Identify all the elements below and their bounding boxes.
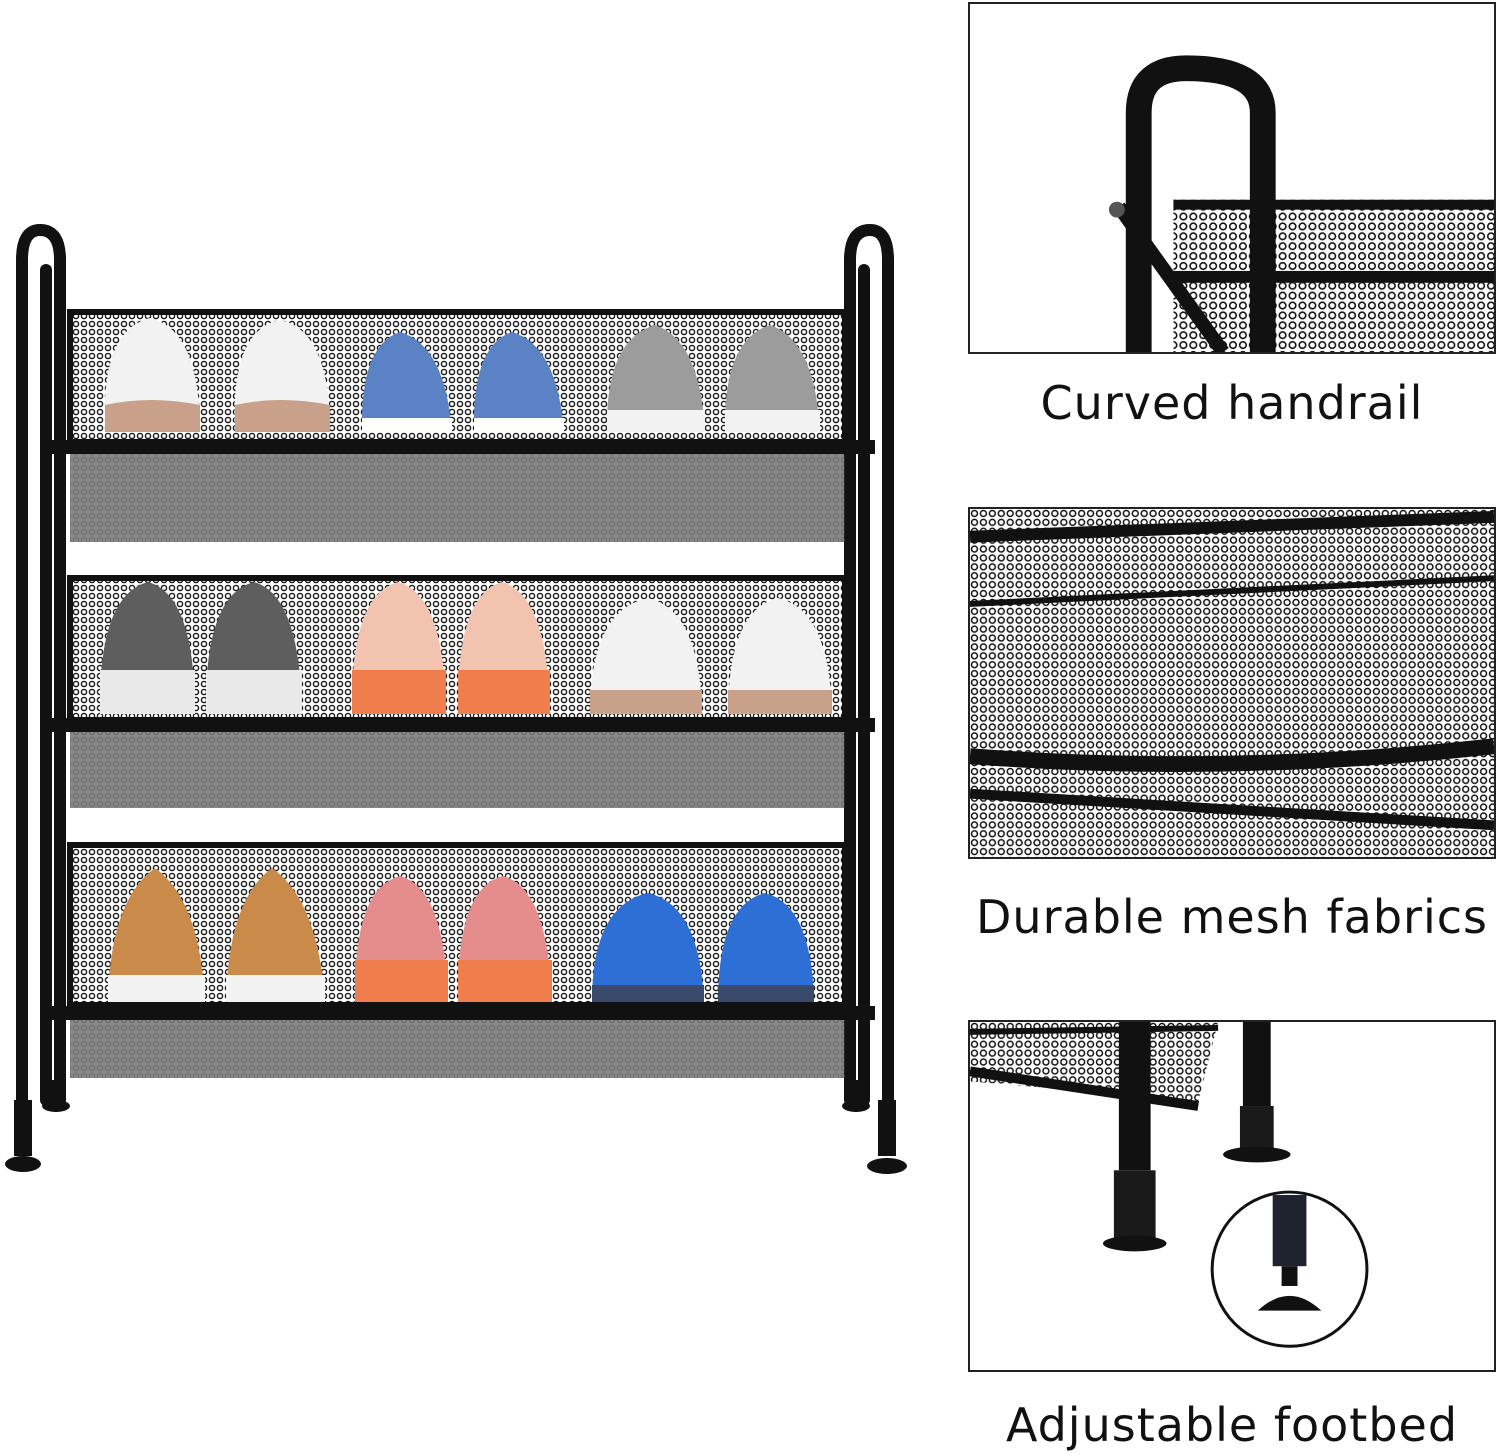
shoe (473, 332, 564, 432)
feature-caption-foot: Adjustable footbed (1005, 1398, 1459, 1452)
shoe (351, 582, 446, 714)
foot-right (842, 1080, 907, 1174)
tier-1 (40, 309, 875, 542)
shoe (354, 876, 448, 1002)
shoe (457, 876, 552, 1002)
shoe (104, 318, 200, 432)
shoe (590, 598, 702, 714)
shoe-rack-illustration (5, 223, 907, 1174)
shoe (718, 893, 814, 1002)
shoe (234, 320, 330, 432)
shoe (108, 868, 205, 1002)
feature-caption-handrail: Curved handrail (1040, 376, 1424, 430)
mesh-closeup-image (970, 509, 1494, 857)
foot-closeup-image (970, 1022, 1369, 1348)
shoe (99, 582, 195, 714)
foot-left (5, 1080, 70, 1172)
tier-3 (40, 842, 875, 1078)
shoe (728, 598, 832, 714)
left-frame (16, 223, 66, 1156)
feature-caption-mesh: Durable mesh fabrics (976, 890, 1488, 944)
feature-panel-handrail (968, 2, 1496, 354)
shoe (361, 332, 452, 432)
shoe (205, 582, 302, 714)
shoe (592, 893, 704, 1002)
feature-panel-foot (968, 1020, 1496, 1372)
shoe (226, 868, 325, 1002)
shoe (606, 325, 705, 432)
feature-panel-mesh (968, 507, 1496, 859)
shoe (724, 325, 820, 432)
handrail-closeup-image (1108, 55, 1494, 352)
tier-2 (40, 575, 875, 808)
shoe (457, 582, 550, 714)
right-frame (844, 223, 894, 1156)
